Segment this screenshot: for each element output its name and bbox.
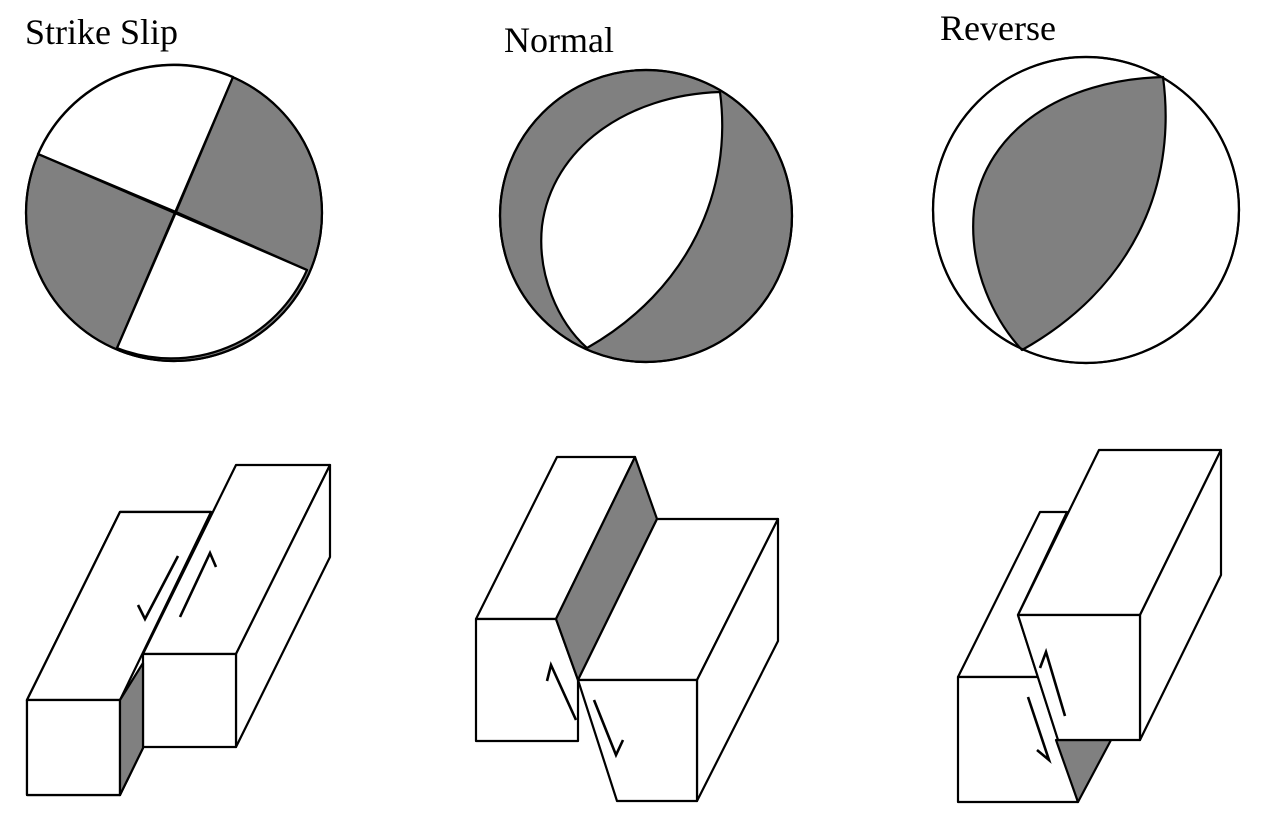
strike-slip-title: Strike Slip	[25, 12, 179, 52]
reverse-hangingwall-front	[1016, 613, 1142, 742]
strike-slip-nodal-plane-2	[36, 152, 309, 272]
normal-footwall-arrow	[545, 661, 578, 721]
normal-dilatational-lens	[540, 90, 724, 350]
reverse-beachball-outline	[931, 55, 1241, 365]
normal-footwall-front	[474, 617, 580, 743]
normal-hangingwall-front	[576, 678, 699, 803]
reverse-beachball	[931, 55, 1241, 365]
normal-hangingwall-arrow	[592, 699, 625, 759]
reverse-footwall-arrow	[1026, 696, 1052, 764]
reverse-block-diagram	[956, 448, 1223, 804]
reverse-compressional-lens	[972, 75, 1167, 352]
normal-beachball	[498, 68, 794, 364]
strike-slip-block-diagram	[25, 463, 332, 797]
reverse-hangingwall-arrow	[1038, 647, 1067, 717]
normal-title: Normal	[504, 20, 614, 60]
strike-slip-right-block-front	[141, 652, 238, 749]
strike-slip-beachball	[24, 63, 324, 363]
reverse-title: Reverse	[940, 8, 1056, 48]
strike-slip-fault-face	[118, 661, 145, 797]
strike-slip-beachball-outline	[24, 63, 324, 363]
strike-slip-south-quadrant	[115, 210, 309, 360]
normal-beachball-outline	[498, 68, 794, 364]
normal-block-diagram	[474, 455, 780, 803]
strike-slip-left-arrow	[136, 555, 180, 622]
strike-slip-right-arrow	[178, 549, 218, 618]
strike-slip-left-front-face	[25, 698, 122, 797]
